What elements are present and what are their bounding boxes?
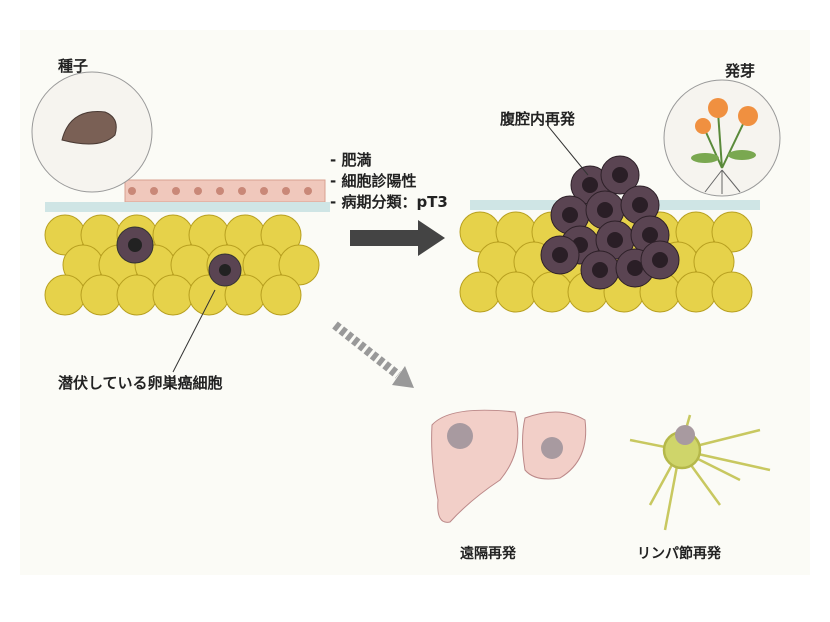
progression-arrow-icon bbox=[350, 220, 445, 256]
latent-cells-label: 潜伏している卵巣癌細胞 bbox=[58, 374, 223, 392]
epithelial-nucleus bbox=[260, 187, 268, 195]
cell-nucleus bbox=[597, 202, 613, 218]
fat-cell bbox=[44, 274, 86, 316]
fat-cell bbox=[116, 274, 158, 316]
epithelial-nucleus bbox=[172, 187, 180, 195]
fat-cell bbox=[459, 271, 501, 313]
left-tissue bbox=[45, 179, 330, 212]
cell-nucleus bbox=[582, 177, 598, 193]
seed-icon bbox=[61, 111, 117, 145]
metastasis-lesion bbox=[541, 437, 563, 459]
seed-inset bbox=[31, 71, 153, 193]
pointer-line bbox=[172, 289, 216, 373]
flower-icon bbox=[738, 106, 758, 126]
epithelial-nucleus bbox=[194, 187, 202, 195]
fat-cell bbox=[260, 214, 302, 256]
fat-cell bbox=[675, 271, 717, 313]
roots-icon bbox=[704, 169, 741, 194]
fat-cell bbox=[495, 271, 537, 313]
cell-nucleus bbox=[552, 247, 568, 263]
metastasis-lesion bbox=[447, 423, 473, 449]
cell-nucleus bbox=[128, 238, 142, 252]
cell-nucleus bbox=[592, 262, 608, 278]
risk-factor-list: - 肥満 - 細胞診陽性 - 病期分類：pT3 bbox=[330, 150, 448, 213]
epithelial-nucleus bbox=[238, 187, 246, 195]
fat-cell bbox=[531, 271, 573, 313]
cell-nucleus bbox=[562, 207, 578, 223]
risk-factor-item: - 細胞診陽性 bbox=[330, 172, 417, 190]
cell-nucleus bbox=[612, 167, 628, 183]
flower-icon bbox=[708, 98, 728, 118]
liver-icon bbox=[431, 409, 587, 523]
lymph-recurrence-label: リンパ節再発 bbox=[637, 546, 721, 562]
lymph-node-icon bbox=[629, 414, 771, 531]
distant-recurrence-label: 遠隔再発 bbox=[460, 546, 516, 562]
fat-cell bbox=[278, 244, 320, 286]
risk-factor-item: - 病期分類：pT3 bbox=[330, 193, 448, 211]
pointer-line bbox=[547, 125, 589, 176]
epithelial-nucleus bbox=[150, 187, 158, 195]
risk-factor-item: - 肥満 bbox=[330, 151, 372, 169]
flower-stems bbox=[704, 111, 746, 169]
epithelial-nucleus bbox=[282, 187, 290, 195]
fat-cell bbox=[711, 211, 753, 253]
mesothelium-layer bbox=[45, 202, 330, 212]
seed-label: 種子 bbox=[58, 57, 89, 75]
epithelial-nucleus bbox=[216, 187, 224, 195]
epithelial-nucleus bbox=[128, 187, 136, 195]
germination-label: 発芽 bbox=[725, 62, 756, 80]
leaf-icon bbox=[728, 150, 756, 160]
cell-nucleus bbox=[219, 264, 231, 276]
epithelial-nucleus bbox=[304, 187, 312, 195]
metastasis-dashed-arrow-icon bbox=[332, 321, 414, 388]
cell-nucleus bbox=[642, 227, 658, 243]
fat-cell bbox=[80, 274, 122, 316]
cell-nucleus bbox=[627, 260, 643, 276]
metastasis-lesion bbox=[675, 425, 695, 445]
leaf-icon bbox=[691, 153, 719, 163]
cell-nucleus bbox=[652, 252, 668, 268]
fat-cell bbox=[152, 274, 194, 316]
flower-icon bbox=[695, 118, 711, 134]
sprout-inset bbox=[663, 79, 781, 197]
fat-cell bbox=[711, 271, 753, 313]
fat-cell bbox=[693, 241, 735, 283]
fat-cell bbox=[260, 274, 302, 316]
cell-nucleus bbox=[632, 197, 648, 213]
cell-nucleus bbox=[607, 232, 623, 248]
peritoneal-recurrence-label: 腹腔内再発 bbox=[500, 110, 576, 128]
